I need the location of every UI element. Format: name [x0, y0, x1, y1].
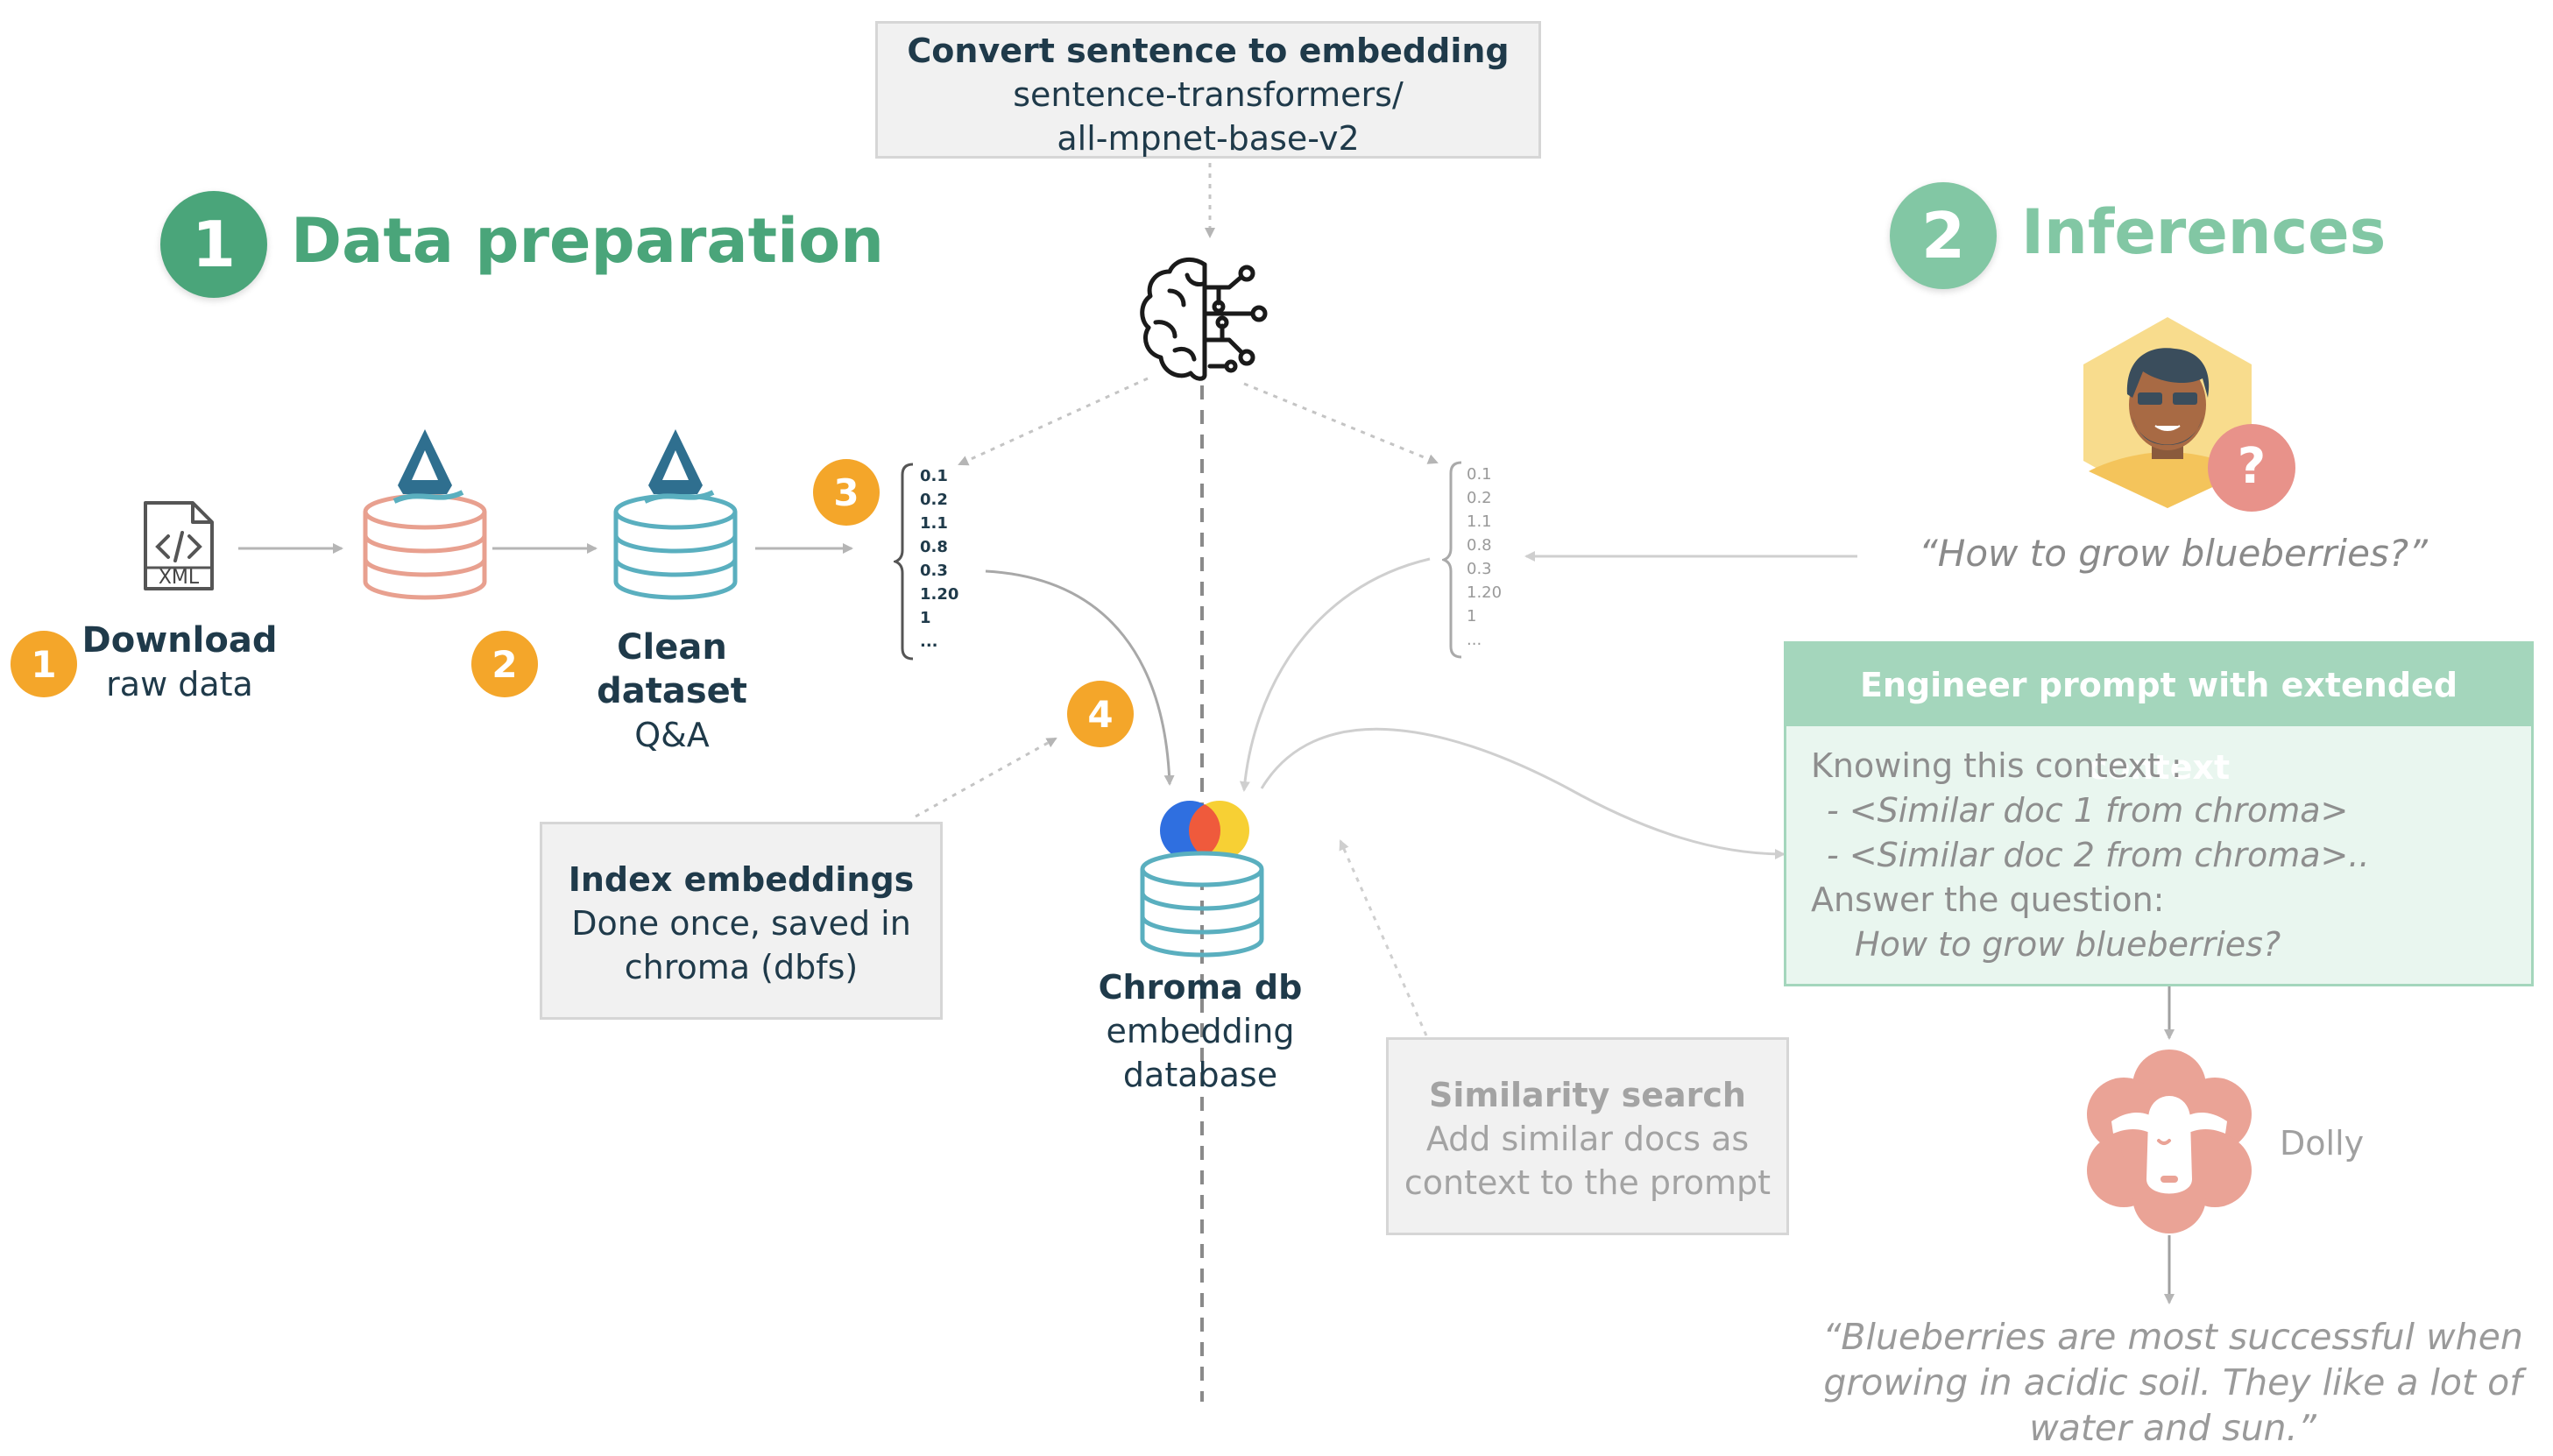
download-step-subtitle: raw data	[106, 665, 253, 703]
prompt-line: - <Similar doc 1 from chroma>	[1827, 791, 2349, 830]
index-box-line1: Done once, saved in	[571, 904, 911, 943]
clean-database-icon	[613, 429, 738, 600]
vector-value: 0.2	[1467, 489, 1492, 507]
vector-to-chroma-arrow	[985, 569, 1175, 786]
vector-value: 0.3	[1467, 560, 1492, 578]
prompt-line: Answer the question:	[1811, 880, 2165, 919]
document-vector-bracket	[894, 463, 914, 661]
embedding-box-title: Convert sentence to embedding	[907, 32, 1510, 70]
prompt-panel-body: Knowing this context : - <Similar doc 1 …	[1786, 726, 2531, 967]
index-box-title: Index embeddings	[568, 860, 915, 899]
xml-file-icon: XML	[142, 499, 216, 592]
index-box-line2: chroma (dbfs)	[624, 948, 859, 986]
vector-value: ...	[1467, 631, 1482, 649]
similarity-box-line1: Add similar docs as	[1425, 1120, 1750, 1158]
vector-value: ...	[920, 633, 938, 651]
vector-value: 0.1	[1467, 465, 1492, 484]
chroma-db-subtitle: embedding database	[1106, 1012, 1295, 1094]
query-vector-to-chroma-arrow	[1239, 557, 1431, 792]
embedding-box-model-line1: sentence-transformers/	[1013, 75, 1404, 114]
dolly-label: Dolly	[2280, 1124, 2365, 1163]
vector-value: 0.2	[920, 491, 948, 509]
xml-file-label: XML	[158, 567, 200, 589]
vector-value: 0.8	[920, 538, 948, 556]
vector-value: 1.20	[920, 585, 959, 604]
vector-value: 1.1	[1467, 512, 1492, 531]
download-step-number: 1	[11, 631, 77, 697]
inferences-title: Inferences	[2021, 196, 2387, 268]
index-step-number: 4	[1067, 681, 1134, 747]
data-preparation-number: 1	[160, 191, 267, 298]
vector-value: 1.20	[1467, 583, 1503, 602]
chroma-to-prompt-arrow	[1260, 727, 1786, 859]
embedding-model-box: Convert sentence to embedding sentence-t…	[875, 21, 1541, 159]
inferences-number: 2	[1890, 182, 1997, 289]
raw-data-database-icon	[363, 429, 487, 600]
chroma-db-label: Chroma db embedding database	[1025, 965, 1376, 1097]
user-avatar-icon	[2083, 317, 2295, 512]
index-to-step4-link	[915, 737, 1057, 818]
vector-value: 0.3	[920, 562, 948, 580]
similarity-search-box: Similarity search Add similar docs as co…	[1386, 1037, 1789, 1235]
similarity-box-line2: context to the prompt	[1404, 1163, 1772, 1202]
embed-step-number: 3	[813, 459, 880, 526]
answer-line: growing in acidic soil. They like a lot …	[1823, 1361, 2522, 1403]
prompt-line: Knowing this context :	[1811, 746, 2182, 785]
vector-value: 1.1	[920, 514, 948, 533]
brain-to-left-vector-link	[958, 377, 1149, 466]
user-question-text: “How to grow blueberries?”	[1919, 532, 2428, 575]
vector-value: 0.8	[1467, 536, 1492, 555]
download-step-label: Download raw data	[79, 618, 280, 706]
brain-to-right-vector-link	[1243, 382, 1439, 464]
query-embedding-vector: 0.1 0.2 1.1 0.8 0.3 1.20 1 ...	[1467, 463, 1502, 652]
vector-value: 1	[920, 609, 931, 627]
clean-step-number: 2	[471, 631, 538, 697]
similarity-to-chroma-link	[1339, 839, 1428, 1036]
vector-value: 1	[1467, 607, 1477, 626]
answer-line: water and sun.”	[2029, 1407, 2316, 1449]
brain-network-icon	[1140, 257, 1268, 381]
question-badge: ?	[2237, 438, 2267, 495]
chroma-db-title: Chroma db	[1098, 968, 1303, 1007]
vector-value: 0.1	[920, 467, 948, 485]
prompt-panel: Engineer prompt with extended context Kn…	[1784, 641, 2534, 986]
clean-step-label: Clean dataset Q&A	[552, 626, 792, 757]
prompt-line: - <Similar doc 2 from chroma>..	[1827, 836, 2370, 874]
embedding-box-model-line2: all-mpnet-base-v2	[1057, 119, 1360, 158]
model-answer-text: “Blueberries are most successful when gr…	[1805, 1314, 2541, 1451]
download-step-title: Download	[81, 620, 278, 661]
prompt-panel-header: Engineer prompt with extended context	[1786, 644, 2531, 787]
clean-step-title: Clean dataset	[597, 627, 747, 711]
data-preparation-title: Data preparation	[291, 205, 884, 277]
chroma-db-icon	[1140, 801, 1264, 958]
document-embedding-vector: 0.1 0.2 1.1 0.8 0.3 1.20 1 ...	[920, 464, 958, 654]
dolly-sheep-icon	[2087, 1050, 2252, 1233]
answer-line: “Blueberries are most successful when	[1822, 1316, 2523, 1358]
clean-step-subtitle: Q&A	[634, 716, 710, 754]
prompt-line: How to grow blueberries?	[1855, 925, 2281, 964]
index-embeddings-box: Index embeddings Done once, saved in chr…	[540, 822, 943, 1020]
query-vector-bracket	[1442, 461, 1462, 659]
similarity-box-title: Similarity search	[1429, 1076, 1746, 1114]
